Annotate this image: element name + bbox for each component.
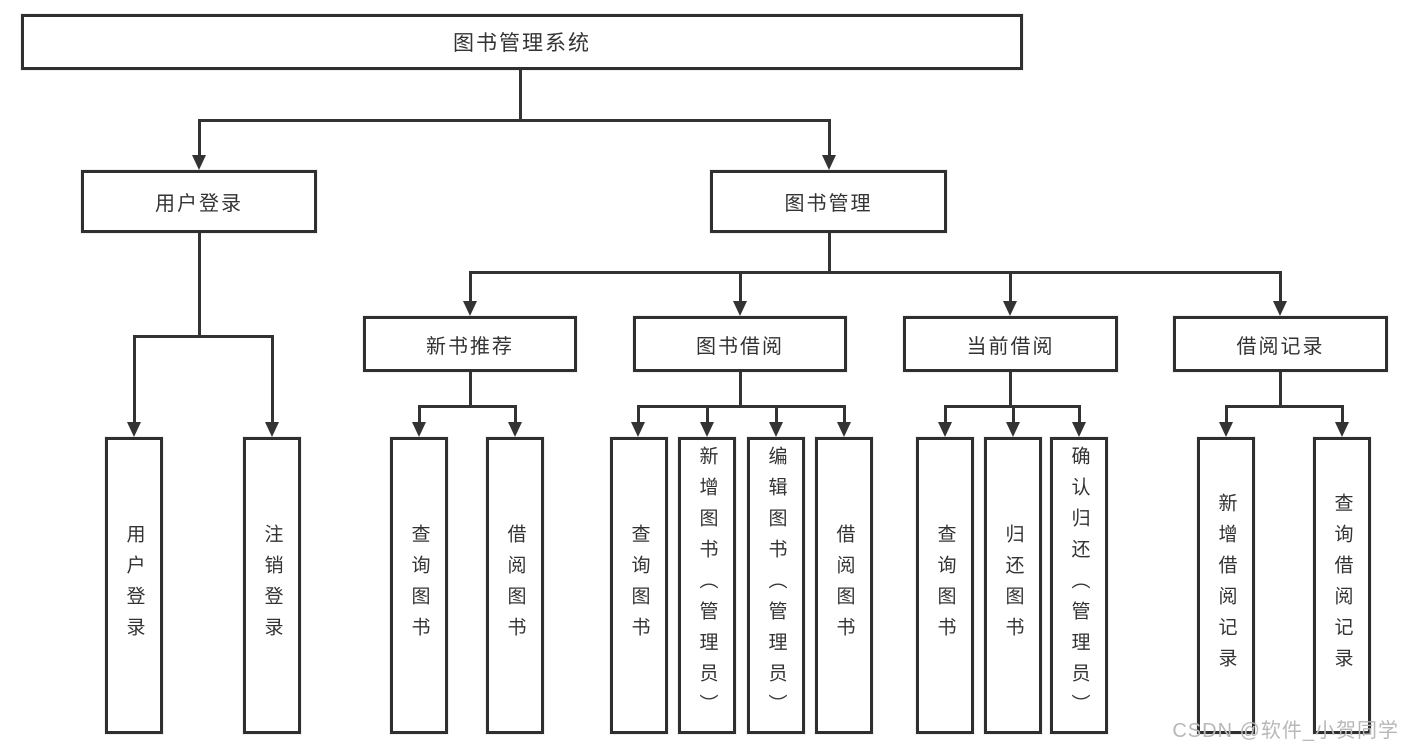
arrow-down-icon (1219, 422, 1233, 437)
connector-drop-leaf (943, 404, 947, 424)
arrow-down-icon (938, 422, 952, 437)
arrow-down-icon (1273, 301, 1287, 316)
leaf-edit-books-admin: 编辑图书（管理员） (747, 437, 805, 734)
leaf-logout: 注销登录 (243, 437, 301, 734)
connector-stub (1278, 372, 1282, 407)
connector-drop-book-management (827, 118, 831, 157)
leaf-user-login: 用户登录 (105, 437, 163, 734)
node-new-book-recommendation: 新书推荐 (363, 316, 577, 372)
arrow-down-icon (508, 422, 522, 437)
leaf-add-books-admin: 新增图书（管理员） (678, 437, 736, 734)
connector-drop-l3 (1008, 270, 1012, 303)
connector-drop-leaf (513, 404, 517, 424)
connector-drop-leaf (1340, 404, 1344, 424)
connector-book-management-branch (468, 270, 1282, 274)
connector-user-login-branch (132, 334, 274, 338)
connector-root-branch (197, 118, 831, 122)
connector-book-management-stub (827, 233, 831, 273)
leaf-query-borrow-record: 查询借阅记录 (1313, 437, 1371, 734)
connector-drop-l3 (1278, 270, 1282, 303)
connector-drop-leaf (417, 404, 421, 424)
connector-root-stub (518, 70, 522, 120)
connector-branch (636, 404, 846, 408)
arrow-down-icon (733, 301, 747, 316)
connector-drop-leaf (774, 404, 778, 424)
connector-drop-leaf (1077, 404, 1081, 424)
node-book-management: 图书管理 (710, 170, 947, 233)
connector-stub (1008, 372, 1012, 407)
leaf-query-books: 查询图书 (390, 437, 448, 734)
connector-drop-leaf (1224, 404, 1228, 424)
connector-drop-leaf (1011, 404, 1015, 424)
leaf-borrow-books: 借阅图书 (486, 437, 544, 734)
connector-drop-l3 (468, 270, 472, 303)
node-borrowing-records: 借阅记录 (1173, 316, 1388, 372)
leaf-add-borrow-record: 新增借阅记录 (1197, 437, 1255, 734)
connector-stub (738, 372, 742, 407)
node-library-management-system: 图书管理系统 (21, 14, 1023, 70)
connector-drop-leaf (842, 404, 846, 424)
node-book-borrowing: 图书借阅 (633, 316, 847, 372)
connector-branch (1224, 404, 1344, 408)
node-current-borrowing: 当前借阅 (903, 316, 1118, 372)
arrow-down-icon (1006, 422, 1020, 437)
leaf-query-books: 查询图书 (916, 437, 974, 734)
arrow-down-icon (837, 422, 851, 437)
arrow-down-icon (192, 155, 206, 170)
connector-drop-leaf (132, 334, 136, 424)
arrow-down-icon (412, 422, 426, 437)
connector-drop-user-login (197, 118, 201, 157)
connector-stub (468, 372, 472, 407)
leaf-borrow-books: 借阅图书 (815, 437, 873, 734)
arrow-down-icon (822, 155, 836, 170)
connector-drop-leaf (270, 334, 274, 424)
connector-branch (417, 404, 517, 408)
arrow-down-icon (463, 301, 477, 316)
arrow-down-icon (1335, 422, 1349, 437)
arrow-down-icon (631, 422, 645, 437)
arrow-down-icon (700, 422, 714, 437)
arrow-down-icon (769, 422, 783, 437)
leaf-query-books: 查询图书 (610, 437, 668, 734)
connector-drop-leaf (705, 404, 709, 424)
watermark: CSDN @软件_小贺同学 (1172, 720, 1399, 742)
connector-user-login-stub (197, 233, 201, 337)
leaf-return-books: 归还图书 (984, 437, 1042, 734)
connector-drop-leaf (636, 404, 640, 424)
arrow-down-icon (1072, 422, 1086, 437)
node-user-login: 用户登录 (81, 170, 317, 233)
arrow-down-icon (265, 422, 279, 437)
connector-drop-l3 (738, 270, 742, 303)
arrow-down-icon (1003, 301, 1017, 316)
leaf-confirm-return-admin: 确认归还（管理员） (1050, 437, 1108, 734)
arrow-down-icon (127, 422, 141, 437)
